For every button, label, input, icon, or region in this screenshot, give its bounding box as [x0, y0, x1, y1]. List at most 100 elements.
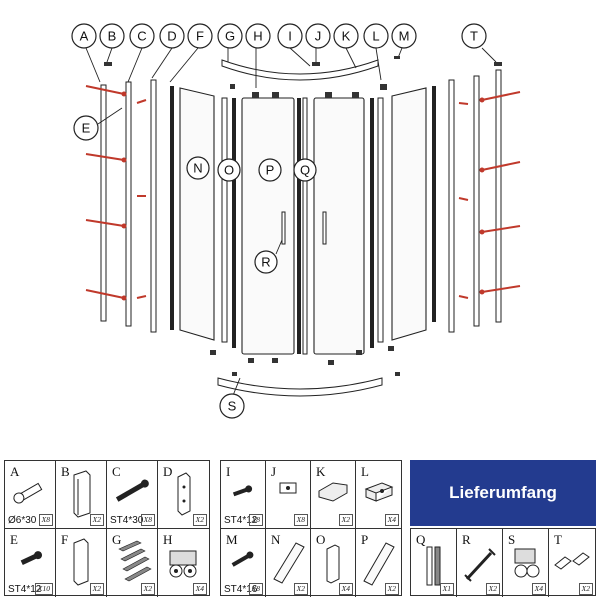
glass-panel-icon	[273, 542, 305, 584]
svg-text:R: R	[261, 255, 270, 270]
part-letter: A	[10, 464, 20, 479]
part-qty: X2	[89, 514, 104, 526]
part-letter: G	[112, 532, 122, 547]
svg-text:D: D	[167, 29, 176, 44]
part-cell-h: H X4	[158, 529, 209, 597]
part-cell-s: S X4	[503, 529, 549, 597]
wall-profile-t	[495, 69, 502, 323]
svg-text:K: K	[342, 29, 351, 44]
part-letter: S	[508, 532, 516, 547]
part-qty: X2	[293, 583, 308, 595]
part-cell-e: E ST4*12 X10	[5, 529, 56, 597]
svg-text:O: O	[224, 163, 234, 178]
callout-m: M	[391, 23, 417, 49]
svg-text:Q: Q	[300, 163, 310, 178]
callout-t: T	[461, 23, 487, 49]
part-qty: X4	[531, 583, 546, 595]
svg-text:I: I	[288, 29, 292, 44]
frame-bar-left-2	[232, 98, 236, 348]
callout-l: L	[363, 23, 389, 49]
part-letter: R	[462, 532, 471, 547]
frame-bar-left	[221, 97, 228, 343]
side-profile-icon	[73, 538, 89, 586]
door-seal-right	[302, 97, 308, 355]
part-qty: X1	[439, 583, 454, 595]
door-seal-left	[297, 98, 301, 354]
part-qty: X4	[384, 514, 399, 526]
parts-table-3: Q X1 R X2 S X4 T X2	[410, 528, 596, 597]
svg-text:H: H	[253, 29, 262, 44]
svg-text:J: J	[315, 29, 322, 44]
block-icon	[364, 482, 394, 502]
part-qty: X8	[38, 514, 53, 526]
bracket-profile-icon	[177, 472, 191, 516]
part-letter: K	[316, 464, 326, 479]
part-size: ST4*12	[224, 515, 258, 526]
part-qty: X2	[192, 514, 207, 526]
callout-s: S	[219, 393, 245, 419]
svg-text:B: B	[108, 29, 117, 44]
part-cell-q: Q X1	[411, 529, 457, 597]
part-qty: X8	[140, 514, 155, 526]
callout-h: H	[245, 23, 271, 49]
leader-lines	[85, 47, 497, 399]
roller-wheel-icon	[514, 548, 540, 578]
part-cell-j: J X8	[266, 461, 311, 529]
long-screw-icon	[115, 479, 149, 502]
callout-q: Q	[293, 158, 317, 182]
callout-k: K	[333, 23, 359, 49]
svg-text:T: T	[470, 29, 478, 44]
wall-profile-c	[150, 79, 157, 333]
callout-c: C	[129, 23, 155, 49]
part-size: ST4*16	[224, 584, 258, 595]
cap-t-marker	[494, 62, 502, 66]
delivery-scope-title-box: Lieferumfang	[410, 460, 596, 526]
svg-text:N: N	[193, 161, 202, 176]
roller-set-top	[230, 84, 387, 98]
part-letter: D	[163, 464, 173, 479]
glass-door-right	[313, 97, 365, 355]
callout-r: R	[254, 250, 278, 274]
part-letter: H	[163, 532, 173, 547]
screw-icon	[231, 551, 254, 567]
callout-d: D	[159, 23, 185, 49]
callout-n: N	[186, 156, 210, 180]
wall-screws-right	[458, 91, 521, 299]
wall-profile-a	[100, 84, 107, 322]
part-size: Ø6*30	[8, 515, 37, 526]
part-letter: M	[226, 532, 238, 547]
frame-bar-right-2	[377, 97, 384, 343]
part-qty: X2	[578, 583, 593, 595]
svg-text:M: M	[399, 29, 410, 44]
part-qty: X2	[89, 583, 104, 595]
part-letter: C	[112, 464, 121, 479]
short-screw-icon	[20, 551, 43, 566]
parts-table-1: A Ø6*30 X8 B X2 C ST4*30 X8 D X2 E ST4*1…	[4, 460, 210, 597]
callout-f: F	[187, 23, 213, 49]
part-cell-m: M ST4*16 X8	[221, 529, 266, 597]
door-seal-icon	[426, 546, 441, 586]
clip-j-marker	[312, 62, 320, 66]
part-qty: X2	[140, 583, 155, 595]
glass-door-left	[241, 97, 295, 355]
part-qty: X2	[338, 514, 353, 526]
svg-text:E: E	[82, 121, 91, 136]
part-qty: X4	[192, 583, 207, 595]
callout-i: I	[277, 23, 303, 49]
svg-text:S: S	[228, 399, 237, 414]
part-letter: B	[61, 464, 70, 479]
cap-icon	[554, 552, 590, 570]
part-qty: X8	[248, 583, 263, 595]
part-cell-c: C ST4*30 X8	[107, 461, 158, 529]
frame-bar-icon	[326, 544, 340, 584]
wall-profile-r3	[448, 79, 455, 333]
part-letter: N	[271, 532, 281, 547]
wall-profile-b	[125, 81, 132, 327]
part-letter: P	[361, 532, 369, 547]
screw-icon	[232, 485, 253, 497]
svg-text:L: L	[372, 29, 379, 44]
parts-table-2: I ST4*12 X8 J X8 K X2 L X4 M ST4*16 X8 N…	[220, 460, 402, 597]
shower-enclosure-exploded-diagram: A B C D F G H I J K L M T E N O P Q R S	[71, 23, 521, 419]
part-cell-k: K X2	[311, 461, 356, 529]
fixed-glass-right	[391, 87, 427, 341]
